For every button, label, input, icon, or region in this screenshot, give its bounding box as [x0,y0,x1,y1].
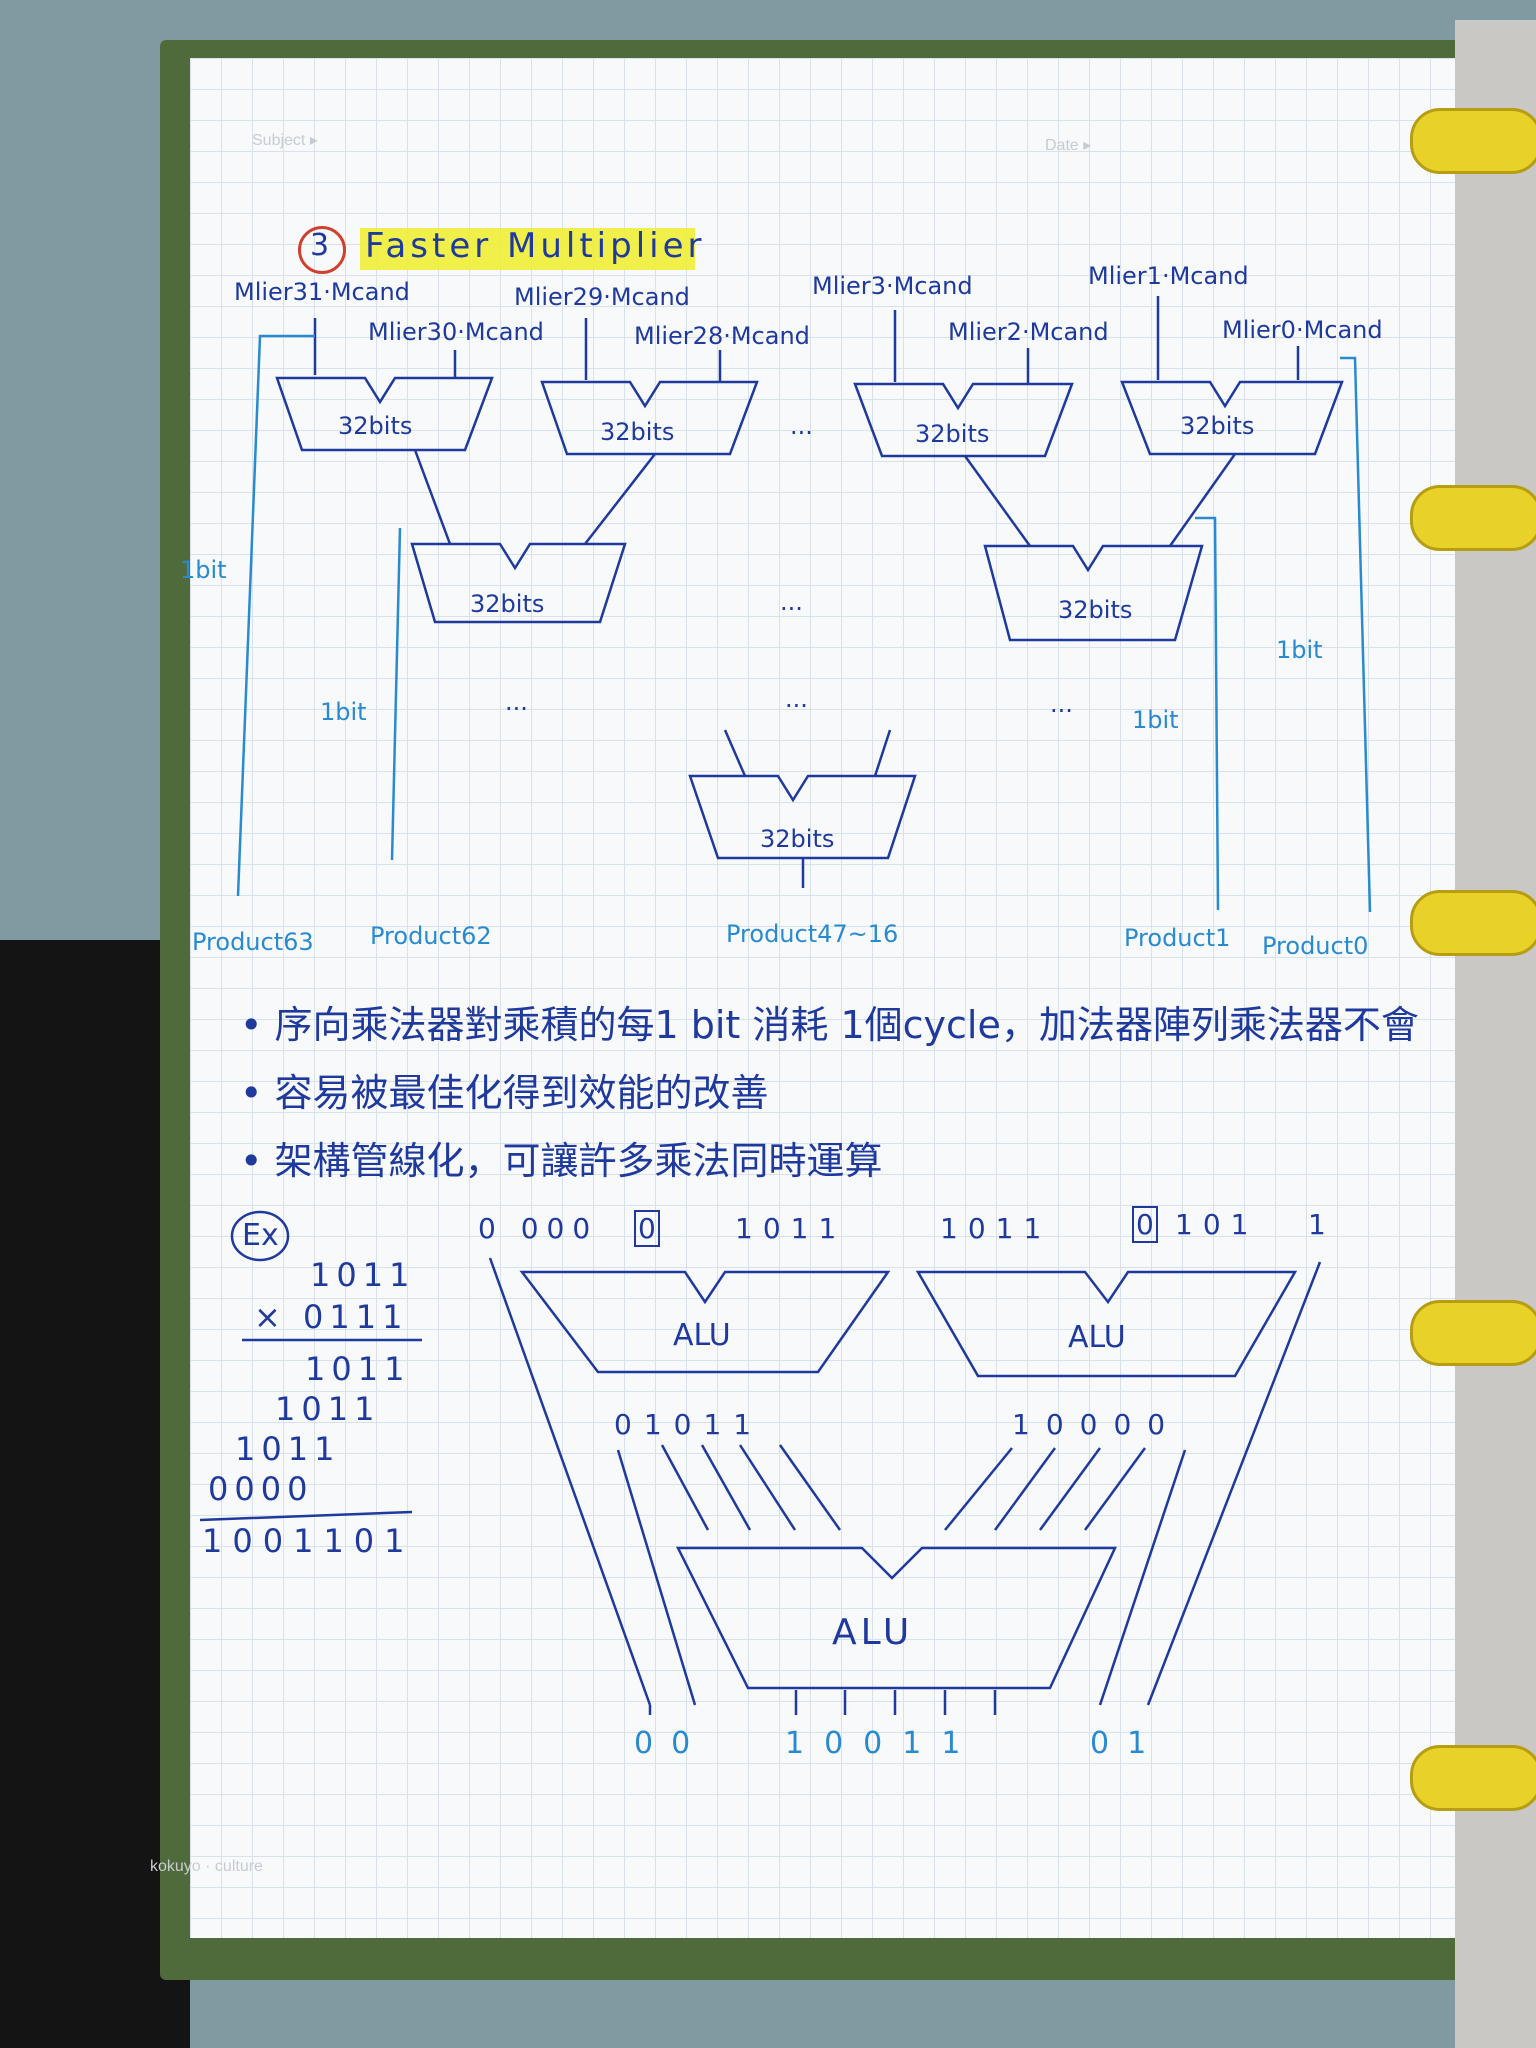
product-label-47-16: Product47~16 [726,920,899,948]
alu-label: ALU [1068,1320,1126,1355]
input-label-mlier31: Mlier31·Mcand [234,278,410,306]
adder-label: 32bits [1058,596,1133,624]
adder-label: 32bits [760,825,835,853]
alu-label: ALU [673,1318,731,1353]
section-number-circle [298,226,346,274]
grid-page [190,58,1460,1938]
partial-product: 1011 [305,1350,411,1388]
bullet-item: • 序向乘法器對乘積的每1 bit 消耗 1個cycle，加法器陣列乘法器不會 [240,1003,1419,1047]
partial-product: 1011 [235,1430,341,1468]
binder-spine [1455,20,1536,2048]
ellipsis: ... [1050,690,1073,718]
partial-product: 1011 [275,1390,381,1428]
adder-label: 32bits [338,412,413,440]
ellipsis: ... [505,688,528,716]
adder-shape [853,382,1074,458]
final-output-bits: 01 [1090,1726,1165,1761]
alu-input-bits: 0 000 [478,1212,599,1245]
example-label: Ex [242,1218,279,1253]
alu-label: ALU [832,1612,914,1653]
adder-shape [540,380,759,456]
multiplicand: 1011 [310,1256,416,1294]
adder-shape [275,376,494,452]
ellipsis: ... [785,685,808,713]
final-output-bits: 00 [634,1726,709,1761]
alu-shape [519,1270,891,1374]
page-title: Faster Multiplier [365,226,706,266]
input-label-mlier30: Mlier30·Mcand [368,318,544,346]
adder-shape [983,544,1204,642]
adder-shape [688,774,917,860]
adder-shape [1120,380,1344,456]
input-label-mlier0: Mlier0·Mcand [1222,316,1383,344]
alu-shape [675,1546,1117,1690]
subject-label: Subject ▸ [252,132,318,149]
ellipsis: ... [780,588,803,616]
alu-output-bits: 01011 [614,1408,764,1441]
input-label-mlier28: Mlier28·Mcand [634,322,810,350]
product-label-1: Product1 [1124,924,1231,952]
adder-label: 32bits [915,420,990,448]
binder-ring [1410,890,1536,956]
binder-ring [1410,1745,1536,1811]
binder-ring [1410,1300,1536,1366]
alu-input-bits: 1 [1308,1208,1326,1241]
one-bit-label: 1bit [180,556,227,584]
ellipsis: ... [790,412,813,440]
product-label-0: Product0 [1262,932,1369,960]
dark-table-area [0,940,190,2048]
binder-ring [1410,108,1536,174]
alu-output-bits: 10000 [1012,1408,1182,1441]
input-label-mlier2: Mlier2·Mcand [948,318,1109,346]
product-result: 1001101 [202,1522,415,1560]
product-label-63: Product63 [192,928,314,956]
adder-label: 32bits [1180,412,1255,440]
adder-label: 32bits [600,418,675,446]
adder-label: 32bits [470,590,545,618]
input-label-mlier29: Mlier29·Mcand [514,283,690,311]
input-label-mlier1: Mlier1·Mcand [1088,262,1249,290]
binder-ring [1410,485,1536,551]
alu-input-boxed-bit: 0 [1132,1206,1158,1243]
date-label: Date ▸ [1045,137,1092,154]
bullet-item: • 架構管線化，可讓許多乘法同時運算 [240,1139,883,1183]
alu-input-bits: 1011 [735,1212,847,1245]
alu-input-bits: 1011 [940,1212,1052,1245]
alu-shape [915,1270,1298,1378]
partial-product: 0000 [208,1470,314,1508]
one-bit-label: 1bit [1132,706,1179,734]
alu-input-boxed-bit: 0 [634,1210,660,1247]
alu-input-bits: 101 [1175,1208,1259,1241]
adder-shape [410,542,627,624]
title-highlight [360,228,695,270]
section-number: 3 [310,228,330,263]
one-bit-label: 1bit [320,698,367,726]
footer-brand: kokuyo · culture [150,1858,263,1875]
bullet-item: • 容易被最佳化得到效能的改善 [240,1071,769,1115]
one-bit-label: 1bit [1276,636,1323,664]
product-label-62: Product62 [370,922,492,950]
final-output-bits: 10011 [785,1726,981,1761]
input-label-mlier3: Mlier3·Mcand [812,272,973,300]
multiplier: × 0111 [254,1298,409,1336]
